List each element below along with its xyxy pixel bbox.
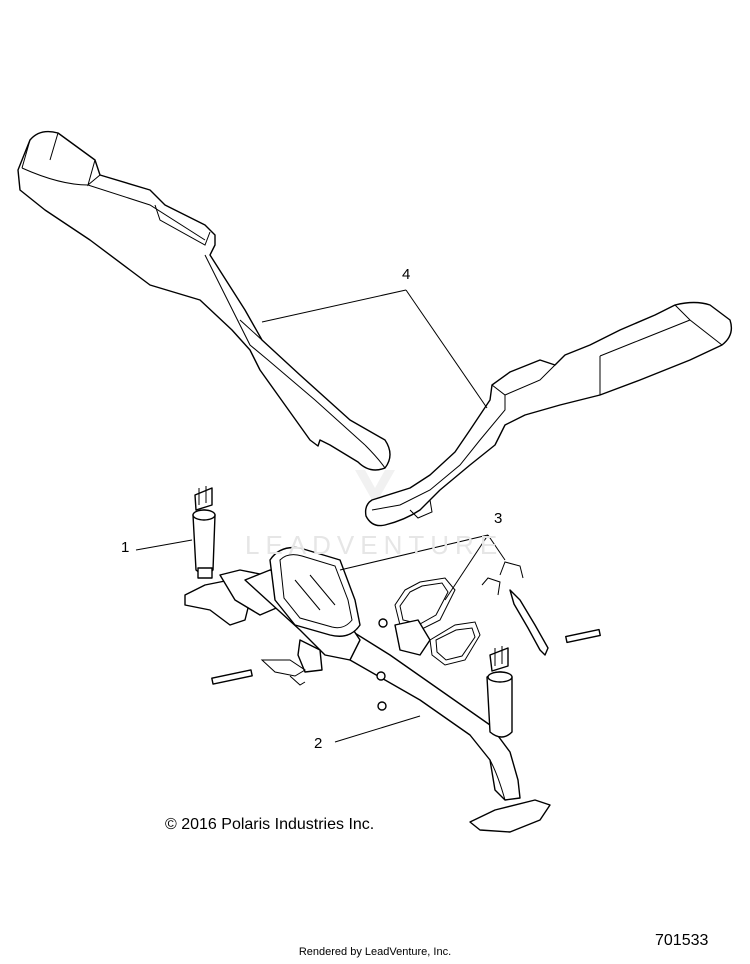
callout-2: 2 — [314, 735, 323, 752]
leader-lines — [135, 289, 506, 743]
diagram-part-number: 701533 — [655, 932, 709, 949]
pin-right[interactable] — [565, 628, 601, 644]
watermark-logo — [355, 470, 395, 505]
callout-3: 3 — [494, 510, 503, 527]
rendered-by-footer: Rendered by LeadVenture, Inc. — [298, 946, 452, 958]
part-4-right-armrest[interactable] — [364, 301, 733, 527]
part-3-latch-hardware[interactable] — [260, 561, 549, 686]
copyright-text: © 2016 Polaris Industries Inc. — [165, 816, 375, 833]
part-1-right-post[interactable] — [486, 646, 513, 738]
part-4-left-armrest[interactable] — [17, 130, 391, 471]
watermark-text: LEADVENTURE — [245, 530, 504, 560]
pin-left[interactable] — [211, 669, 253, 685]
callout-1: 1 — [121, 539, 130, 556]
part-1-left-post[interactable] — [192, 486, 216, 579]
part-2-frame[interactable] — [184, 546, 551, 833]
callout-4: 4 — [402, 266, 411, 283]
